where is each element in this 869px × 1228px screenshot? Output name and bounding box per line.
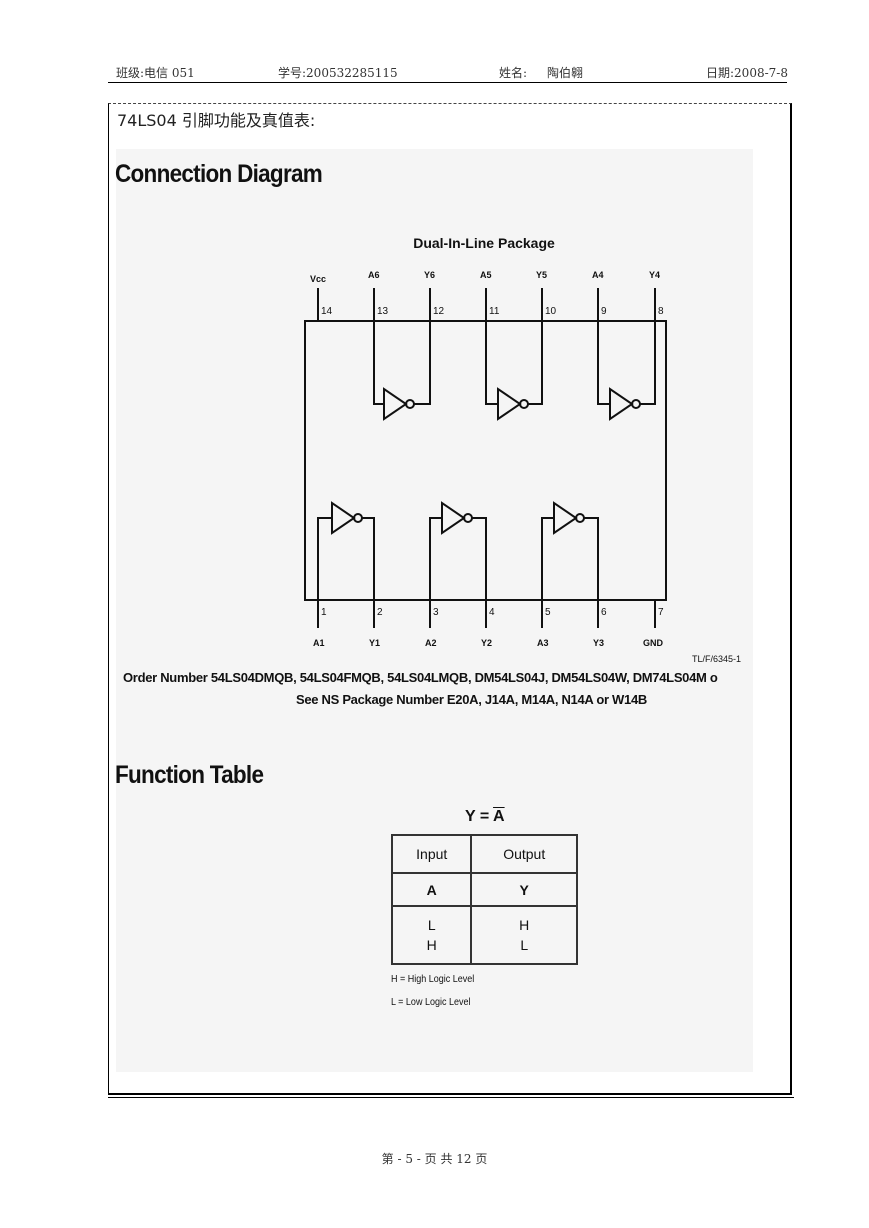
function-table-heading: Function Table xyxy=(115,761,264,789)
pin-label-gnd: GND xyxy=(643,638,664,648)
pin-num-5: 5 xyxy=(545,607,551,618)
student-id: 学号:200532285115 xyxy=(278,66,398,80)
pin-num-10: 10 xyxy=(545,306,557,317)
pin-label-y1: Y1 xyxy=(369,638,380,648)
equation-left: Y = xyxy=(465,808,494,825)
pin-num-13: 13 xyxy=(377,306,389,317)
inverter-gates-top xyxy=(373,321,656,421)
pin-num-6: 6 xyxy=(601,607,607,618)
logic-equation: Y = A xyxy=(465,808,505,826)
pin-label-a2: A2 xyxy=(425,638,437,648)
section-title: 74LS04 引脚功能及真值表: xyxy=(117,111,316,130)
output-value: L xyxy=(520,937,529,953)
pin-label-y6: Y6 xyxy=(424,270,435,280)
pin-label-a1: A1 xyxy=(313,638,325,648)
pin-label-a5: A5 xyxy=(480,270,492,280)
pin-label-y5: Y5 xyxy=(536,270,547,280)
truth-table: Input Output A Y L H H L xyxy=(390,834,578,965)
output-value: H xyxy=(519,917,530,933)
pin-num-2: 2 xyxy=(377,607,383,618)
pin-label-y4: Y4 xyxy=(649,270,660,280)
package-numbers: See NS Package Number E20A, J14A, M14A, … xyxy=(296,692,647,707)
pin-label-a6: A6 xyxy=(368,270,380,280)
pin-num-12: 12 xyxy=(433,306,445,317)
input-value: L xyxy=(427,917,436,933)
pin-num-3: 3 xyxy=(433,607,439,618)
pin-num-8: 8 xyxy=(658,306,664,317)
order-numbers: Order Number 54LS04DMQB, 54LS04FMQB, 54L… xyxy=(123,670,718,685)
pin-label-y3: Y3 xyxy=(593,638,604,648)
legend-high: H = High Logic Level xyxy=(391,974,475,985)
pin-num-11: 11 xyxy=(489,306,500,317)
pin-num-14: 14 xyxy=(321,306,333,317)
name-value: 陶伯翱 xyxy=(547,66,584,80)
package-title: Dual-In-Line Package xyxy=(413,235,555,251)
pin-label-y2: Y2 xyxy=(481,638,492,648)
inverter-gates-bottom xyxy=(317,501,599,600)
input-values: L H xyxy=(390,905,473,965)
input-value: H xyxy=(426,937,437,953)
top-pins xyxy=(317,288,656,321)
header-rule xyxy=(108,82,787,83)
bottom-pins xyxy=(317,600,656,628)
name-label: 姓名: xyxy=(499,66,528,80)
col-output-header: Output xyxy=(470,834,578,874)
class-label: 班级:电信 051 xyxy=(116,66,195,80)
pin-num-1: 1 xyxy=(321,607,327,618)
pin-num-7: 7 xyxy=(658,607,664,618)
output-values: H L xyxy=(470,905,578,965)
pin-num-9: 9 xyxy=(601,306,607,317)
date: 日期:2008-7-8 xyxy=(706,66,788,80)
connection-diagram-heading: Connection Diagram xyxy=(115,160,323,188)
content-frame xyxy=(108,103,792,1095)
pin-label-a4: A4 xyxy=(592,270,604,280)
col-input-symbol: A xyxy=(390,872,473,907)
page-footer: 第 - 5 - 页 共 12 页 xyxy=(381,1152,488,1166)
figure-reference: TL/F/6345-1 xyxy=(692,654,741,664)
equation-overbar: A xyxy=(493,808,505,825)
pin-label-vcc: Vcc xyxy=(310,274,326,284)
legend-low: L = Low Logic Level xyxy=(391,997,471,1008)
page-header: 班级:电信 051 学号:200532285115 姓名: 陶伯翱 日期:200… xyxy=(116,62,788,82)
col-input-header: Input xyxy=(390,834,473,874)
pin-num-4: 4 xyxy=(489,607,495,618)
pin-label-a3: A3 xyxy=(537,638,549,648)
col-output-symbol: Y xyxy=(470,872,578,907)
frame-double-rule xyxy=(108,1097,794,1098)
